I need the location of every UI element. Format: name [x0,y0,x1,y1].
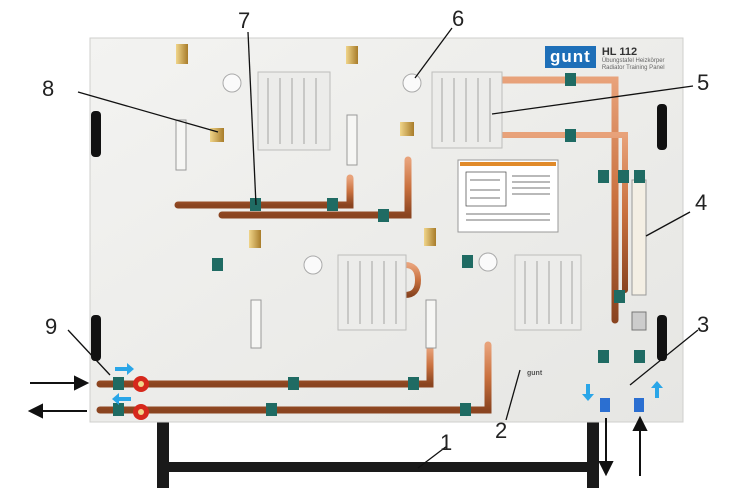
callout-9: 9 [45,314,58,339]
callout-1: 1 [440,430,453,455]
callout-3: 3 [697,312,710,337]
callout-2: 2 [495,418,508,443]
callout-6: 6 [452,6,465,31]
thermostat-valve-icon [222,73,498,275]
callout-leaders [67,27,699,469]
stand-frame [157,418,599,488]
pipe-clip [113,73,645,416]
subtitle-en: Radiator Training Panel [601,65,665,71]
radiator-icon [257,71,582,331]
ball-valve-icon [133,376,149,420]
callout-4: 4 [695,190,708,215]
schematic-card [457,159,559,233]
gunt-logo: gunt [545,46,596,68]
model-title: HL 112 [601,46,638,58]
subtitle-de: Übungstafel Heizkörper [601,58,665,64]
small-gunt-logo: gunt [527,370,543,377]
ball-valve-icon-right [600,398,644,412]
callout-8: 8 [42,76,55,101]
brand-block: gunt HL 112 Übungstafel Heizkörper Radia… [545,46,665,72]
handle-icon [91,104,667,361]
vent-icon [176,44,436,248]
brand-text: HL 112 Übungstafel Heizkörper Radiator T… [602,46,665,72]
panel-board [89,37,684,423]
callout-7: 7 [238,8,251,33]
callout-5: 5 [697,70,710,95]
flow-arrow-icon [112,363,663,405]
supply-return-arrows [27,375,648,477]
